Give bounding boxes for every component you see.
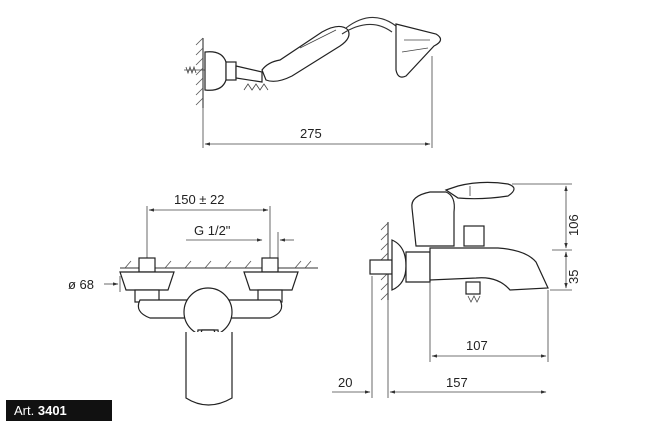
- wall-hatching-front: [124, 260, 312, 269]
- dim-total-projection: 157: [446, 375, 468, 390]
- dim-hand-shower-length: 275: [300, 126, 322, 141]
- mixer-side-view: 106 35 107 20 157: [332, 181, 581, 398]
- wall-hatching: [195, 37, 204, 106]
- article-prefix: Art.: [14, 403, 35, 418]
- hand-shower-view: 275: [184, 16, 442, 148]
- dim-inlet-thread: G 1/2": [194, 223, 231, 238]
- dim-center-distance: 150 ± 22: [174, 192, 225, 207]
- dim-spout-height: 35: [566, 270, 581, 284]
- dim-body-height: 106: [566, 214, 581, 236]
- mixer-front-view: 150 ± 22 G 1/2": [68, 192, 318, 406]
- article-number: 3401: [37, 403, 67, 418]
- dim-wall-offset: 20: [338, 375, 352, 390]
- dim-spout-projection: 107: [466, 338, 488, 353]
- dim-flange-diameter: ø 68: [68, 277, 94, 292]
- article-label: Art. 3401: [6, 400, 112, 421]
